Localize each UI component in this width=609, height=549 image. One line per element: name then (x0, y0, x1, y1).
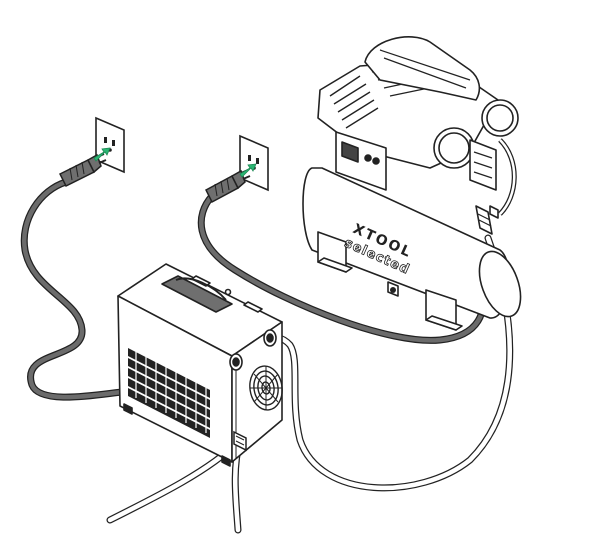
insert-arrow-icon (239, 163, 257, 178)
air-compressor (302, 36, 522, 331)
power-cable-left (20, 178, 126, 401)
drain-fitting (233, 430, 247, 452)
air-dryer-unit (117, 263, 283, 467)
power-cable-right (197, 192, 487, 344)
insert-arrow-icon (93, 147, 111, 162)
air-inlet-fitting (263, 329, 277, 347)
vent-grille (128, 348, 210, 438)
fan-grille-icon (249, 365, 283, 411)
air-hose-compressor (262, 234, 514, 492)
air-outlet-fitting (229, 353, 243, 371)
power-plug-icon (58, 153, 107, 188)
